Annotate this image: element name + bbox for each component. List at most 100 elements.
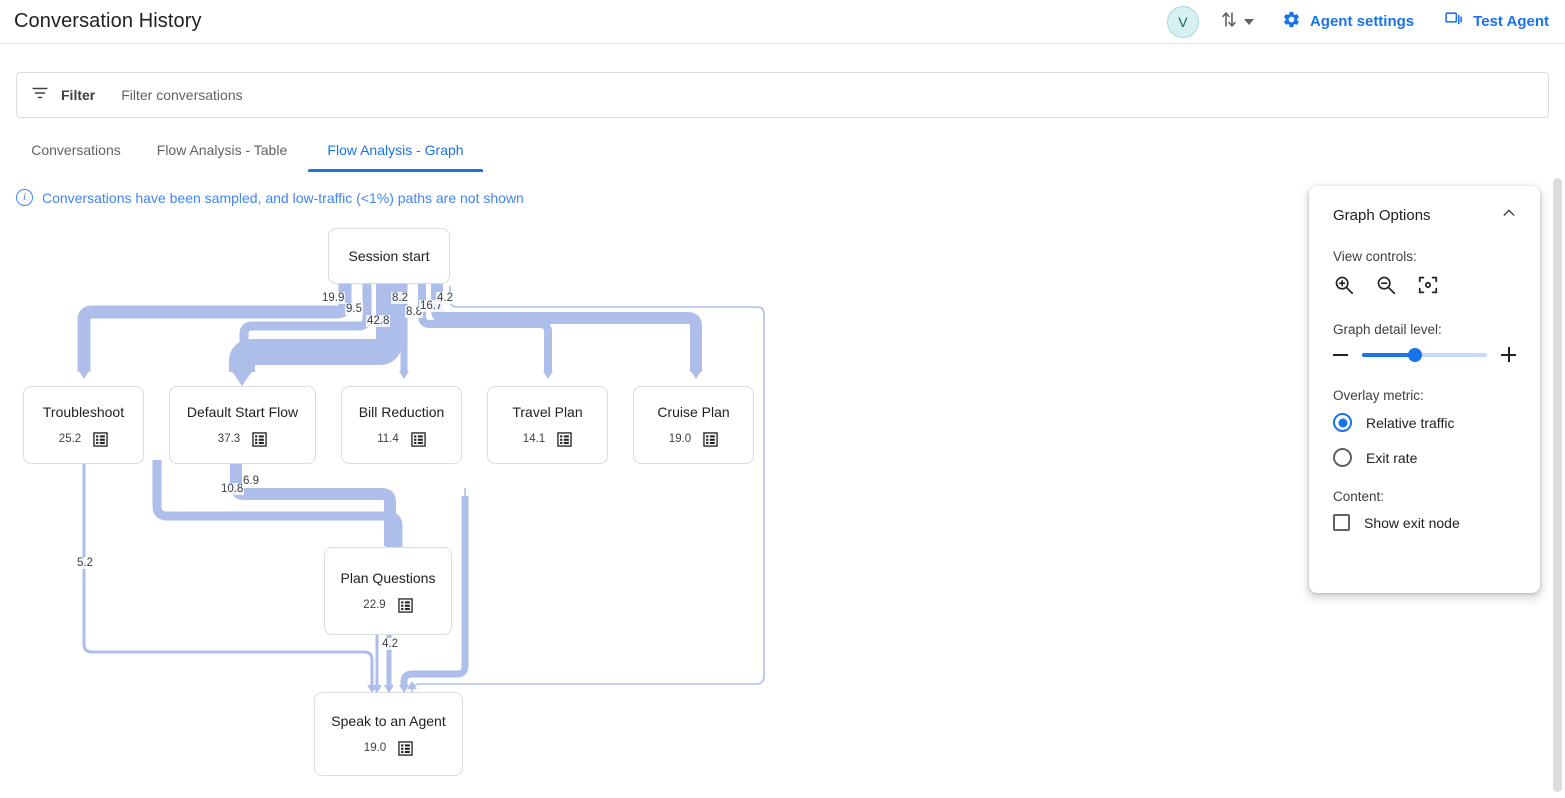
avatar[interactable]: V — [1166, 5, 1199, 38]
list-icon[interactable] — [703, 431, 718, 447]
node-label: Travel Plan — [512, 403, 583, 420]
page-title: Conversation History — [14, 10, 202, 32]
chat-bubble-icon — [1444, 10, 1464, 33]
test-agent-button[interactable]: Test Agent — [1444, 10, 1549, 33]
node-bill-reduction[interactable]: Bill Reduction 11.4 — [341, 386, 462, 464]
filter-bar[interactable]: Filter Filter conversations — [16, 72, 1549, 118]
list-icon[interactable] — [93, 431, 108, 447]
tab-conversations[interactable]: Conversations — [31, 142, 121, 158]
edge-label: 42.8 — [366, 315, 391, 327]
radio-exit-rate[interactable]: Exit rate — [1333, 448, 1516, 467]
tab-flow-analysis-table[interactable]: Flow Analysis - Table — [156, 142, 288, 158]
node-meta: 19.0 — [668, 431, 718, 447]
fit-to-screen-icon[interactable] — [1417, 274, 1439, 296]
checkbox-label: Show exit node — [1364, 514, 1460, 531]
node-speak-to-an-agent[interactable]: Speak to an Agent 19.0 — [314, 692, 463, 776]
node-value: 14.1 — [522, 433, 546, 445]
node-value: 19.0 — [668, 433, 692, 445]
node-label: Session start — [348, 248, 430, 264]
header-actions: V Agent settings — [1166, 0, 1565, 43]
zoom-in-icon[interactable] — [1333, 274, 1355, 296]
radio-label: Relative traffic — [1366, 414, 1455, 431]
node-session-start[interactable]: Session start — [328, 228, 450, 284]
app-header: Conversation History V Agent settings — [0, 0, 1565, 44]
node-meta: 37.3 — [217, 431, 267, 447]
node-label: Default Start Flow — [186, 403, 299, 420]
tab-bar: Conversations Flow Analysis - Table Flow… — [16, 132, 1549, 176]
agent-settings-button[interactable]: Agent settings — [1282, 10, 1414, 33]
detail-level-label: Graph detail level: — [1333, 322, 1442, 337]
node-default-start-flow[interactable]: Default Start Flow 37.3 — [169, 386, 316, 464]
edge-label: 5.2 — [76, 557, 94, 569]
node-label: Troubleshoot — [42, 403, 125, 420]
filter-icon — [31, 84, 49, 107]
minus-icon[interactable] — [1333, 353, 1348, 356]
checkbox[interactable] — [1333, 514, 1350, 531]
node-meta: 14.1 — [522, 431, 572, 447]
node-label: Speak to an Agent — [331, 712, 446, 729]
scrollbar-thumb[interactable] — [1553, 178, 1562, 792]
flow-graph-canvas[interactable]: Session start Troubleshoot 25.2 Default … — [0, 176, 1549, 798]
node-cruise-plan[interactable]: Cruise Plan 19.0 — [633, 386, 754, 464]
edge-label: 9.5 — [345, 303, 363, 315]
zoom-out-icon[interactable] — [1375, 274, 1397, 296]
node-value: 11.4 — [377, 433, 399, 445]
radio-relative-traffic[interactable]: Relative traffic — [1333, 413, 1516, 432]
node-troubleshoot[interactable]: Troubleshoot 25.2 — [23, 386, 144, 464]
radio-button[interactable] — [1333, 413, 1352, 432]
node-meta: 25.2 — [58, 431, 108, 447]
list-icon[interactable] — [557, 431, 572, 447]
edge-label: 19.9 — [321, 292, 346, 304]
list-icon[interactable] — [397, 597, 413, 613]
list-icon[interactable] — [252, 431, 267, 447]
list-icon[interactable] — [411, 431, 426, 447]
agent-settings-label: Agent settings — [1309, 13, 1415, 30]
list-icon[interactable] — [398, 740, 413, 756]
sampling-notice-text: Conversations have been sampled, and low… — [42, 189, 524, 206]
edge-label: 4.2 — [381, 638, 399, 650]
node-value: 25.2 — [58, 433, 82, 445]
info-icon: i — [16, 189, 33, 206]
edge-label: 8.2 — [391, 292, 409, 304]
edge-label: 8.8 — [405, 306, 423, 318]
sort-control[interactable] — [1221, 10, 1254, 34]
graph-options-header[interactable]: Graph Options — [1333, 206, 1516, 225]
content-label: Content: — [1333, 489, 1385, 504]
filter-label: Filter — [61, 87, 96, 103]
node-plan-questions[interactable]: Plan Questions 22.9 — [324, 547, 452, 635]
view-controls-label: View controls: — [1333, 249, 1417, 264]
gear-icon — [1282, 10, 1301, 33]
edge-label: 10.8 — [220, 483, 245, 495]
detail-level-slider[interactable] — [1362, 347, 1487, 362]
edge-label: 4.2 — [436, 292, 454, 304]
chevron-down-icon — [1243, 18, 1254, 25]
node-label: Bill Reduction — [358, 403, 445, 420]
node-meta: 19.0 — [363, 740, 413, 756]
node-label: Plan Questions — [340, 569, 436, 586]
slider-fill — [1362, 352, 1415, 357]
graph-options-title: Graph Options — [1333, 207, 1431, 224]
tab-flow-analysis-graph[interactable]: Flow Analysis - Graph — [308, 132, 483, 172]
radio-label: Exit rate — [1366, 449, 1418, 466]
chevron-up-icon[interactable] — [1502, 206, 1516, 225]
node-value: 19.0 — [363, 742, 387, 754]
test-agent-label: Test Agent — [1473, 13, 1549, 30]
edge-label: 6.9 — [242, 475, 260, 487]
node-label: Cruise Plan — [657, 403, 730, 420]
node-value: 37.3 — [217, 433, 241, 445]
graph-options-panel: Graph Options View controls: — [1309, 186, 1540, 593]
view-controls — [1333, 274, 1516, 296]
filter-input[interactable]: Filter conversations — [121, 87, 243, 103]
checkbox-show-exit-node[interactable]: Show exit node — [1333, 514, 1516, 531]
node-meta: 11.4 — [377, 431, 426, 447]
node-meta: 22.9 — [363, 597, 413, 613]
radio-button[interactable] — [1333, 448, 1352, 467]
vertical-scrollbar[interactable] — [1550, 176, 1565, 798]
sort-arrows-icon — [1221, 10, 1238, 34]
node-value: 22.9 — [363, 599, 386, 611]
sampling-notice: i Conversations have been sampled, and l… — [16, 189, 524, 206]
slider-thumb[interactable] — [1407, 347, 1422, 362]
detail-level-control[interactable] — [1333, 347, 1516, 362]
plus-icon[interactable] — [1501, 347, 1516, 362]
node-travel-plan[interactable]: Travel Plan 14.1 — [487, 386, 608, 464]
